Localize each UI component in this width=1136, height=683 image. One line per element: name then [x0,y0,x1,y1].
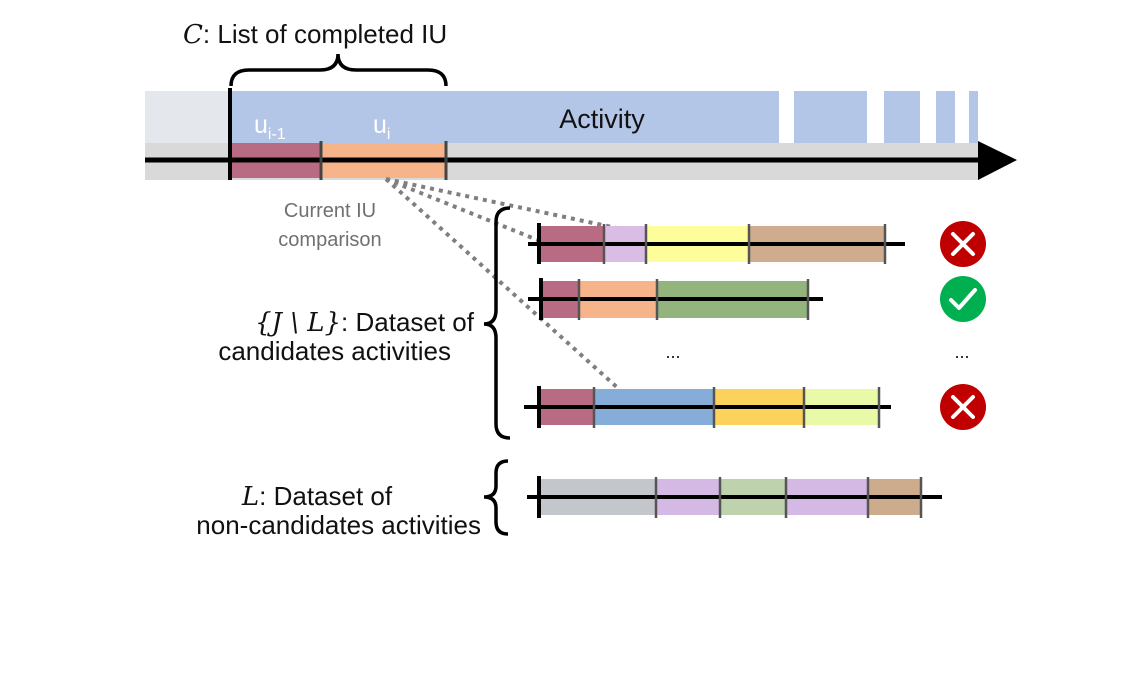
noncandidates-label-line2: non-candidates activities [196,510,481,540]
candidate-activity-bar [528,223,905,264]
candidates-ellipsis: ... [665,342,680,362]
completed-region-background [145,91,230,146]
activity-timeline: Activity ui-1 ui [145,88,1017,180]
comparison-label-line1: Current IU [284,200,376,222]
reject-icon [940,221,986,267]
timeline-arrowhead [978,141,1017,180]
noncandidates-brace [483,459,509,536]
completed-iu-brace [229,53,448,87]
reject-icon [940,384,986,430]
noncandidates-label-line1: L: Dataset of [241,481,393,512]
candidates-brace [483,206,511,440]
activity-fragment [884,91,920,143]
candidates-label-line2: candidates activities [218,336,451,366]
noncandidate-activity-bar [527,476,942,518]
candidate-activity-bar [528,278,823,320]
activity-band [230,91,779,143]
activity-fragment [936,91,955,143]
u-prev-label: ui-1 [254,111,286,143]
completed-iu-label: C: List of completed IU [183,19,447,50]
activity-fragment [794,91,867,143]
candidate-activity-bar [524,386,891,428]
comparison-dotted-lines [384,177,627,392]
accept-icon [940,276,986,322]
activity-label: Activity [559,104,645,134]
comparison-label-line2: comparison [278,229,381,251]
status-ellipsis: ... [954,342,969,362]
u-current-label: ui [373,111,390,143]
candidates-label-line1: {J \ L}: Dataset of [255,307,475,338]
activity-fragment [969,91,978,143]
